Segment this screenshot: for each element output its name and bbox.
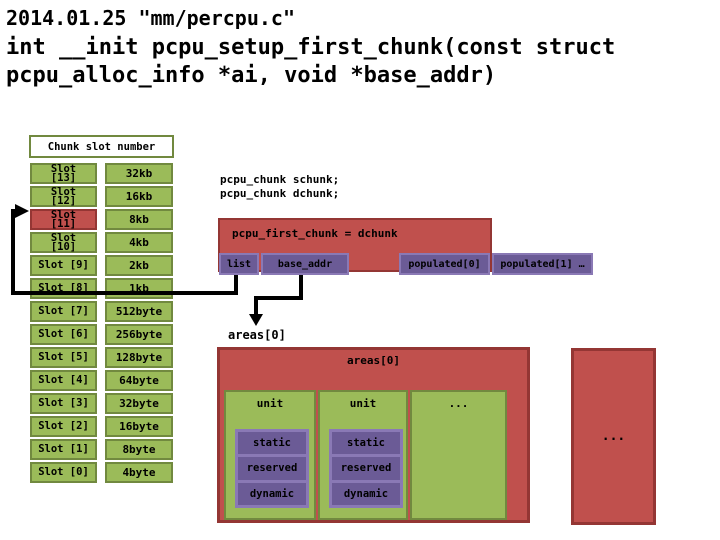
field-populated-1: populated[1] … [492, 253, 593, 275]
slot-size: 8byte [105, 439, 173, 460]
slot-size: 4byte [105, 462, 173, 483]
slot-size: 512byte [105, 301, 173, 322]
unit-label: unit [256, 397, 284, 410]
code-line: pcpu_chunk dchunk; [220, 187, 340, 200]
slot-size-column: 32kb 16kb 8kb 4kb 2kb 1kb 512byte 256byt… [105, 163, 173, 483]
slot-size: 128byte [105, 347, 173, 368]
slot-row: Slot [5] [30, 347, 97, 368]
slot-row: Slot [2] [30, 416, 97, 437]
pcpu-first-chunk-label: pcpu_first_chunk = dchunk [232, 227, 398, 240]
unit-column: unit static reserved dynamic [224, 390, 316, 520]
more-areas-box: ... [571, 348, 656, 525]
areas-0-label: areas[0] [228, 328, 286, 342]
chunk-slot-column: Slot [13] Slot [12] Slot [11] Slot [10] … [30, 163, 97, 483]
unit-label: unit [349, 397, 377, 410]
slot-row-highlighted: Slot [11] [30, 209, 97, 230]
slot-size: 256byte [105, 324, 173, 345]
slot-row: Slot [12] [30, 186, 97, 207]
code-line: pcpu_chunk schunk; [220, 173, 340, 186]
slot-size: 8kb [105, 209, 173, 230]
connector-list-up [11, 209, 15, 295]
segment-static: static [238, 432, 306, 455]
slot-row: Slot [8] [30, 278, 97, 299]
slot-size: 32byte [105, 393, 173, 414]
areas-0-box: areas[0] unit static reserved dynamic un… [217, 347, 530, 523]
slot-row: Slot [7] [30, 301, 97, 322]
slot-row: Slot [13] [30, 163, 97, 184]
connector-list-horizontal [11, 291, 238, 295]
slot-row: Slot [9] [30, 255, 97, 276]
slot-size: 16kb [105, 186, 173, 207]
slide-header-text: 2014.01.25 "mm/percpu.c" [6, 6, 295, 30]
slot-size: 64byte [105, 370, 173, 391]
slot-size: 2kb [105, 255, 173, 276]
connector-list-vertical [234, 275, 238, 294]
segment-dynamic: dynamic [332, 482, 400, 505]
slot-size: 32kb [105, 163, 173, 184]
field-populated-0: populated[0] [399, 253, 490, 275]
ellipsis-label: ... [448, 397, 469, 410]
connector-base-addr-vertical [299, 275, 303, 300]
chunk-slot-number-header: Chunk slot number [29, 135, 174, 158]
slot-row: Slot [4] [30, 370, 97, 391]
segment-reserved: reserved [238, 457, 306, 480]
page-title: int __init pcpu_setup_first_chunk(const … [6, 35, 616, 88]
slot-row: Slot [3] [30, 393, 97, 414]
segment-reserved: reserved [332, 457, 400, 480]
slot-row: Slot [6] [30, 324, 97, 345]
areas-0-box-title: areas[0] [347, 354, 400, 367]
slot-size: 4kb [105, 232, 173, 253]
unit-column: unit static reserved dynamic [318, 390, 408, 520]
connector-base-addr-horizontal [254, 296, 303, 300]
slot-row: Slot [10] [30, 232, 97, 253]
segment-static: static [332, 432, 400, 455]
field-list: list [219, 253, 259, 275]
connector-base-addr-down [254, 296, 258, 316]
code-declaration: pcpu_chunk schunk; pcpu_chunk dchunk; [220, 173, 339, 201]
unit-segment-stack: static reserved dynamic [329, 429, 403, 508]
slot-row: Slot [1] [30, 439, 97, 460]
arrow-right-icon [15, 204, 29, 218]
unit-column-more: ... [410, 390, 507, 520]
segment-dynamic: dynamic [238, 482, 306, 505]
unit-segment-stack: static reserved dynamic [235, 429, 309, 508]
slot-row: Slot [0] [30, 462, 97, 483]
slot-size: 16byte [105, 416, 173, 437]
pcpu-first-chunk-box: pcpu_first_chunk = dchunk [218, 218, 492, 272]
field-base-addr: base_addr [261, 253, 349, 275]
slot-size: 1kb [105, 278, 173, 299]
arrow-down-icon [249, 314, 263, 326]
